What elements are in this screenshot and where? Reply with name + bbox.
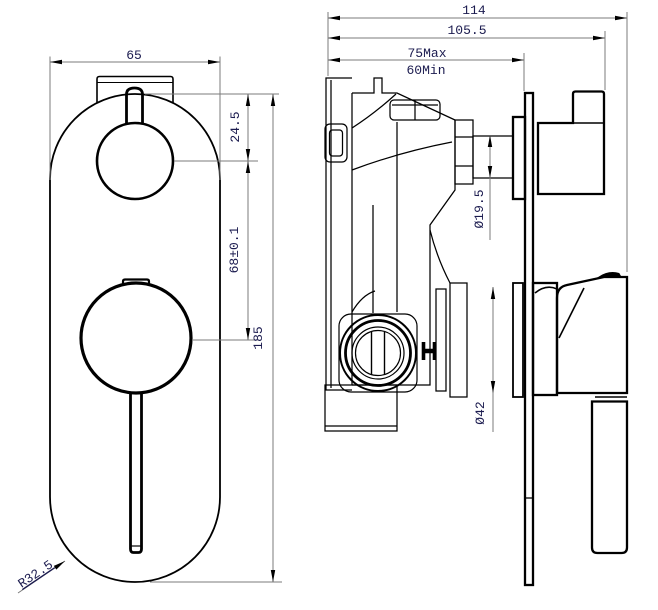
- trim-parts: [511, 90, 629, 587]
- front-face-plate: [49, 93, 221, 583]
- upper-hex-nut: [454, 119, 474, 185]
- side-port: [338, 313, 418, 393]
- lower-cartridge-cylinder: [449, 282, 468, 398]
- rough-in-body: [324, 77, 514, 432]
- lever-grip-side: [590, 400, 629, 555]
- lower-flange-bar: [435, 288, 447, 392]
- front-lower-knob-tab: [121, 278, 151, 285]
- lower-flange-disc: [512, 282, 524, 398]
- body-top-edge: [352, 77, 456, 121]
- front-top-tab: [96, 75, 174, 103]
- front-upper-knob: [95, 121, 175, 201]
- front-view: [49, 75, 221, 583]
- side-view: [324, 77, 629, 587]
- upper-knob-side: [536, 90, 606, 196]
- dim-top-to-center: 24.5: [228, 111, 243, 142]
- dim-rough-in-min: 60Min: [406, 63, 445, 78]
- body-right-edge: [352, 120, 456, 386]
- lever-body-side: [555, 275, 629, 395]
- upper-stem: [472, 135, 514, 179]
- h-clip-mark: [421, 342, 437, 360]
- front-lever-handle: [129, 392, 143, 554]
- dim-corner-radius: R32.5: [15, 557, 56, 591]
- bottom-outlet: [324, 384, 398, 432]
- side-view-dimensions: 114 105.5 75Max 60Min Ø19.5 Ø42: [327, 3, 628, 432]
- dim-overall-depth: 114: [462, 3, 486, 18]
- lever-hub: [531, 281, 559, 397]
- dim-depth-to-handle: 105.5: [447, 23, 486, 38]
- dim-plate-height: 185: [251, 326, 266, 349]
- mounting-bracket: [325, 77, 352, 391]
- upper-flange-disc: [511, 115, 527, 201]
- front-lower-knob: [79, 281, 193, 395]
- dim-rough-in-max: 75Max: [407, 46, 446, 61]
- front-view-dimensions: 65 24.5 68±0.1 185 R32.5: [15, 48, 282, 594]
- dim-stem-diameter: Ø19.5: [472, 189, 487, 228]
- bracket-clip: [324, 123, 348, 163]
- dim-center-distance: 68±0.1: [227, 226, 242, 273]
- wall-plate-edge: [523, 91, 535, 587]
- front-upper-stem: [125, 86, 144, 124]
- dim-plate-width: 65: [126, 48, 142, 63]
- dim-flange-diameter: Ø42: [473, 401, 488, 424]
